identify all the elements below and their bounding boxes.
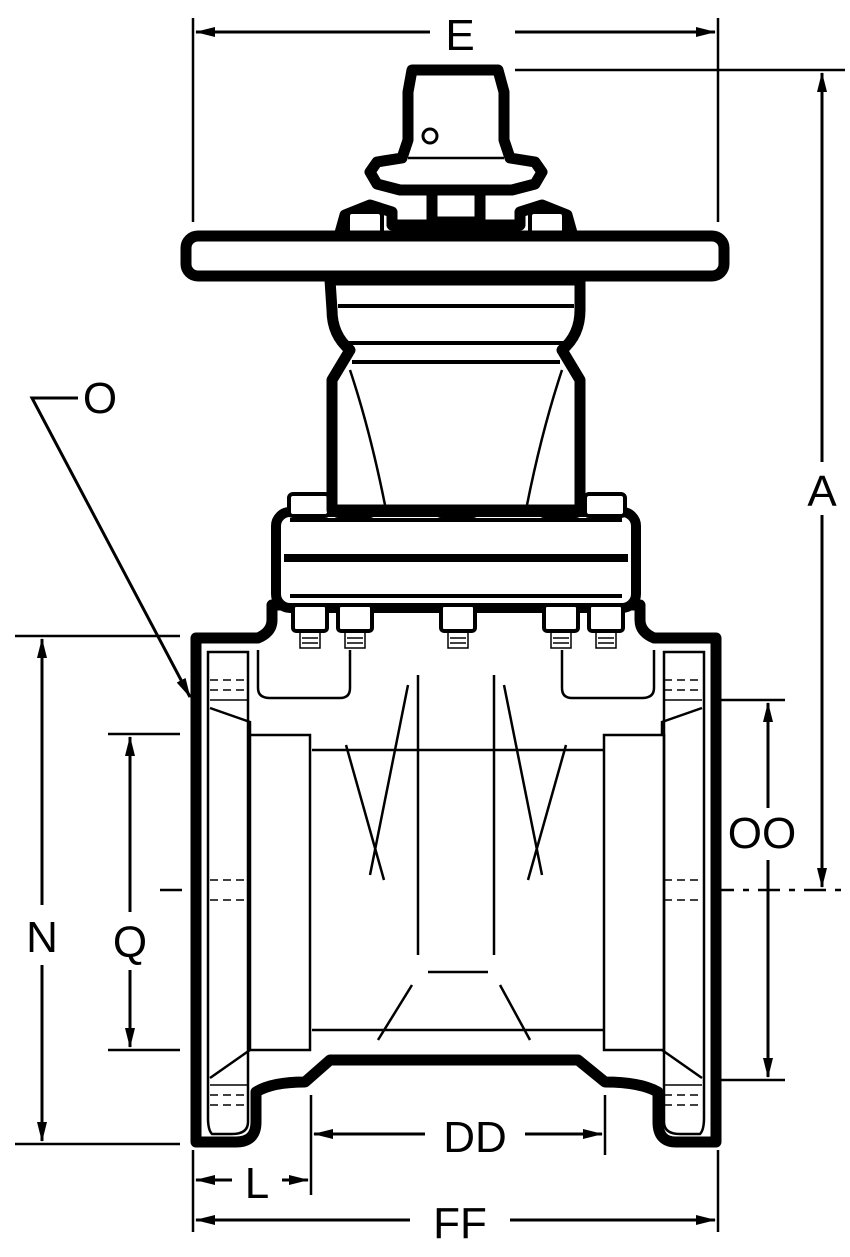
label-A: A	[807, 467, 837, 516]
bonnet-flange	[271, 507, 641, 613]
stem-housing	[324, 274, 586, 516]
label-OO: OO	[728, 809, 796, 858]
label-DD: DD	[443, 1113, 507, 1162]
bolt-nuts-bottom	[291, 603, 625, 649]
label-O: O	[83, 374, 117, 423]
label-N: N	[26, 913, 58, 962]
label-E: E	[445, 11, 474, 60]
valve-body	[190, 599, 722, 1148]
label-L: L	[245, 1159, 269, 1208]
operating-nut	[364, 64, 548, 228]
label-Q: Q	[113, 918, 147, 967]
dimension-labels: E A O N Q OO DD L FF	[26, 11, 837, 1248]
handwheel-plate	[180, 230, 730, 282]
dimension-arrows	[29, 27, 827, 1225]
label-FF: FF	[433, 1199, 487, 1248]
